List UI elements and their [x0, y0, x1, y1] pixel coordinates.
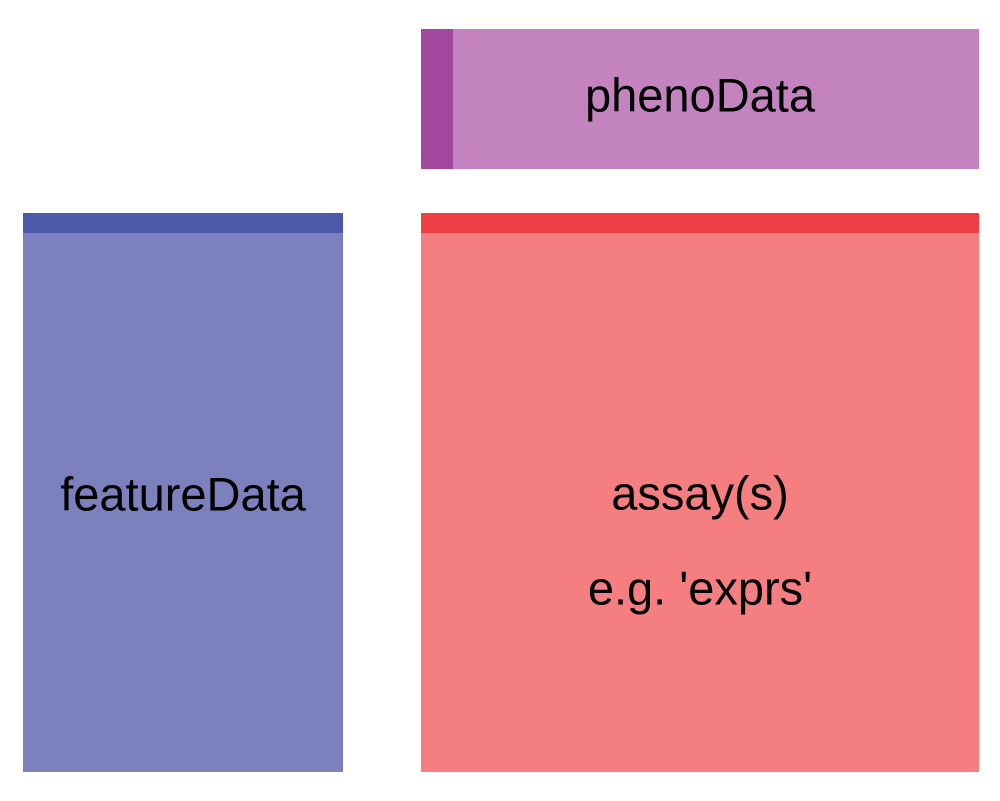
featuredata-label: featureData [60, 467, 306, 521]
featuredata-accent-stripe [23, 213, 343, 233]
assay-label: assay(s) [611, 466, 789, 520]
featuredata-block: featureData [23, 213, 343, 772]
phenodata-accent-stripe [421, 29, 453, 169]
assay-block: assay(s) e.g. 'exprs' [421, 213, 979, 772]
phenodata-block: phenoData [421, 29, 979, 169]
assay-sublabel: e.g. 'exprs' [587, 561, 813, 615]
assay-accent-stripe [421, 213, 979, 233]
phenodata-label: phenoData [585, 68, 815, 122]
